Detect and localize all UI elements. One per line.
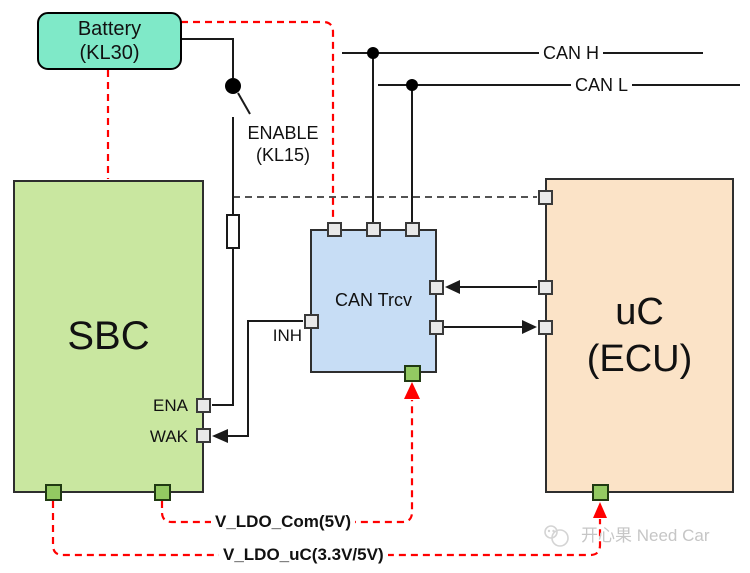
arrowhead-into-wak	[212, 429, 228, 443]
uc-pin-boundary	[538, 190, 553, 205]
trcv-pin-canl	[405, 222, 420, 237]
switch-contact-dot	[225, 78, 241, 94]
arrowhead-into-uc	[522, 320, 537, 334]
uc-pin-tx	[538, 280, 553, 295]
trcv-pin-txd	[429, 280, 444, 295]
red-route-vldo-uc	[51, 501, 602, 557]
sbc-pin-vldo-com	[154, 484, 171, 501]
resistor	[226, 214, 240, 249]
red-arrowhead-into-uc-supply	[593, 502, 607, 518]
uc-pin-supply	[592, 484, 609, 501]
uc-pin-rx	[538, 320, 553, 335]
trcv-pin-vbat	[327, 222, 342, 237]
sbc-node-label: SBC	[67, 314, 150, 359]
battery-node: Battery (KL30)	[37, 12, 182, 70]
v-ldo-com-label: V_LDO_Com(5V)	[211, 512, 356, 533]
can-l-junction-dot	[406, 79, 418, 91]
can-transceiver-node: CAN Trcv	[310, 229, 437, 373]
inh-pin-label: INH	[272, 326, 302, 345]
trcv-pin-supply	[404, 365, 421, 382]
watermark-text: 开心果 Need Car	[581, 525, 710, 545]
uc-ecu-node-label: uC (ECU)	[586, 291, 693, 380]
red-arrowhead-into-trcv-supply	[404, 382, 420, 399]
trcv-pin-canh	[366, 222, 381, 237]
sbc-node: SBC	[13, 180, 204, 493]
pistachio-logo-icon	[544, 525, 569, 547]
sbc-pin-wak	[196, 428, 211, 443]
enable-kl15-label: ENABLE (KL15)	[247, 123, 319, 165]
sbc-pin-ena	[196, 398, 211, 413]
can-h-junction-dot	[367, 47, 379, 59]
red-route-battery-to-trcv-vcc	[181, 20, 335, 221]
uc-ecu-node: uC (ECU)	[545, 178, 734, 493]
can-transceiver-node-label: CAN Trcv	[334, 290, 412, 311]
red-route-vldo-com	[160, 400, 414, 524]
ena-pin-label: ENA	[153, 396, 188, 415]
wire-resistor-to-ena	[212, 248, 234, 406]
v-ldo-uc-label: V_LDO_uC(3.3V/5V)	[219, 545, 388, 566]
wak-pin-label: WAK	[149, 427, 188, 446]
can-h-label: CAN H	[539, 43, 604, 65]
sbc-pin-vldo-uc	[45, 484, 62, 501]
wire-inh-to-wak	[228, 320, 303, 437]
trcv-pin-rxd	[429, 320, 444, 335]
arrowhead-into-trcv	[445, 280, 460, 294]
trcv-pin-inh	[304, 314, 319, 329]
watermark: 开心果 Need Car	[541, 523, 709, 549]
wire-battery-to-switch	[181, 38, 234, 78]
switch-blade	[237, 92, 251, 115]
can-l-label: CAN L	[571, 75, 633, 97]
battery-node-label: Battery (KL30)	[77, 17, 142, 64]
